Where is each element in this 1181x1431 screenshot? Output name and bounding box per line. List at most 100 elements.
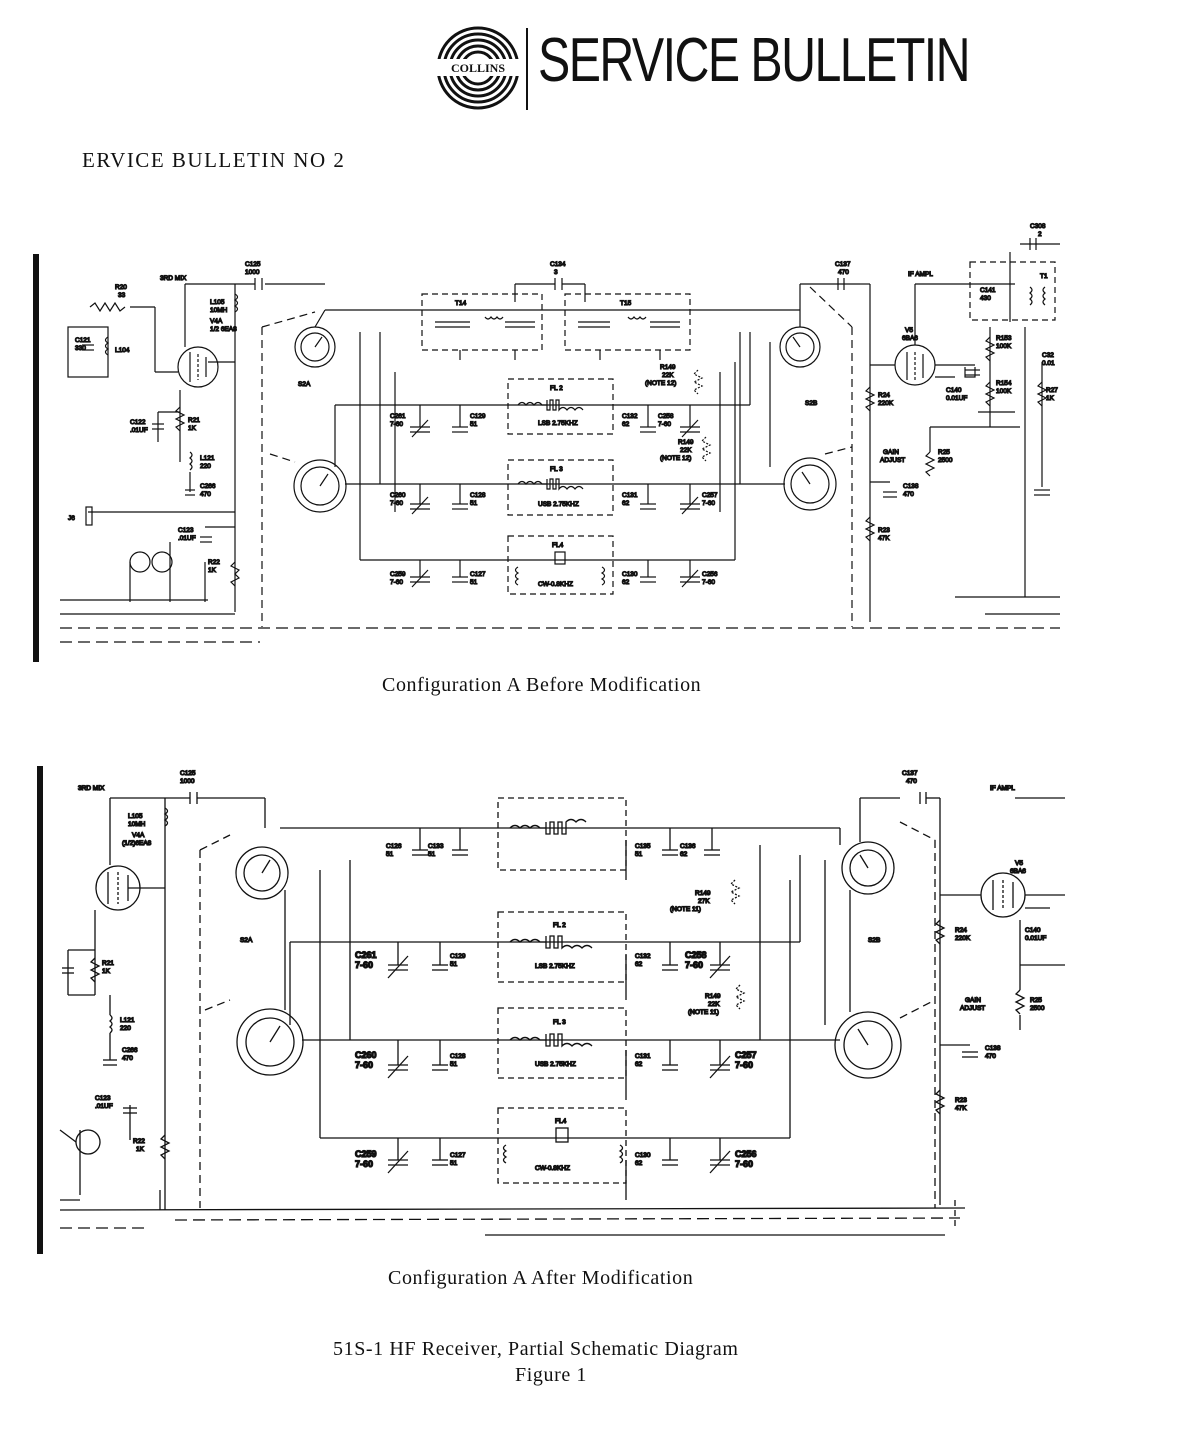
svg-text:R21: R21: [102, 960, 114, 967]
page-title: SERVICE BULLETIN: [538, 26, 971, 95]
svg-text:51: 51: [450, 961, 458, 968]
svg-text:100K: 100K: [996, 388, 1012, 395]
svg-text:470: 470: [985, 1053, 996, 1060]
svg-text:1000: 1000: [180, 778, 195, 785]
svg-text:R21: R21: [188, 417, 200, 424]
svg-text:51: 51: [428, 851, 436, 858]
svg-text:33: 33: [118, 292, 126, 299]
svg-text:FL4: FL4: [555, 1118, 567, 1125]
svg-text:GAIN: GAIN: [965, 997, 981, 1004]
header: COLLINS SERVICE BULLETIN: [436, 22, 1036, 112]
svg-text:S2A: S2A: [298, 381, 311, 388]
schematic-after: 3RD MIX C125 1000 L105 10MH V4A (1/2)6EA…: [30, 760, 1070, 1260]
svg-text:47K: 47K: [955, 1105, 967, 1112]
svg-text:R23: R23: [955, 1097, 967, 1104]
svg-text:C125: C125: [245, 261, 261, 268]
svg-text:62: 62: [622, 500, 630, 507]
switch-s2b-top: [841, 841, 895, 895]
svg-text:51: 51: [450, 1061, 458, 1068]
cap-row: [410, 405, 700, 588]
svg-text:7-60: 7-60: [702, 500, 715, 507]
svg-text:22K: 22K: [662, 372, 674, 379]
schematic-before: 3RD MIX C125 1000 R20 33 L105 10MH V4A 1…: [30, 222, 1070, 662]
svg-text:470: 470: [838, 269, 849, 276]
svg-text:C134: C134: [550, 261, 566, 268]
svg-text:100K: 100K: [996, 343, 1012, 350]
svg-text:L121: L121: [120, 1017, 135, 1024]
svg-text:51: 51: [386, 851, 394, 858]
tube-v4a: [177, 346, 219, 388]
svg-text:CW-0.8KHZ: CW-0.8KHZ: [535, 1165, 570, 1172]
svg-text:220: 220: [120, 1025, 131, 1032]
svg-text:51: 51: [450, 1160, 458, 1167]
svg-text:C131: C131: [622, 492, 638, 499]
svg-text:51: 51: [470, 421, 478, 428]
svg-text:FL 3: FL 3: [550, 466, 563, 473]
svg-text:3: 3: [554, 269, 558, 276]
svg-text:FL 2: FL 2: [553, 922, 566, 929]
svg-text:330: 330: [75, 345, 86, 352]
svg-text:R149: R149: [705, 993, 721, 1000]
svg-text:6BA6: 6BA6: [902, 335, 918, 342]
svg-text:L104: L104: [115, 347, 130, 354]
svg-text:R149: R149: [678, 439, 694, 446]
svg-text:LSB 2.75KHZ: LSB 2.75KHZ: [538, 420, 578, 427]
margin-bar: [33, 254, 39, 662]
svg-text:R24: R24: [878, 392, 890, 399]
svg-text:7-60: 7-60: [355, 1159, 373, 1169]
svg-text:C259: C259: [355, 1149, 377, 1159]
svg-text:T14: T14: [455, 300, 467, 307]
svg-text:R24: R24: [955, 927, 967, 934]
svg-text:1/2 6EA8: 1/2 6EA8: [210, 326, 237, 333]
svg-text:L105: L105: [210, 299, 225, 306]
svg-text:C258: C258: [658, 413, 674, 420]
svg-text:ADJUST: ADJUST: [960, 1005, 985, 1012]
caption-after: Configuration A After Modification: [388, 1267, 694, 1289]
svg-text:51: 51: [635, 851, 643, 858]
svg-text:27K: 27K: [698, 898, 710, 905]
figure-caption-line2: Figure 1: [515, 1364, 588, 1386]
svg-text:1K: 1K: [188, 425, 197, 432]
svg-text:1K: 1K: [1046, 395, 1055, 402]
svg-text:V4A: V4A: [132, 832, 145, 839]
svg-text:(NOTE 11): (NOTE 11): [688, 1009, 719, 1016]
svg-text:C128: C128: [470, 492, 486, 499]
svg-text:220K: 220K: [878, 400, 894, 407]
svg-text:L105: L105: [128, 813, 143, 820]
svg-text:C137: C137: [835, 261, 851, 268]
svg-text:R149: R149: [660, 364, 676, 371]
svg-text:2: 2: [1038, 231, 1042, 238]
svg-text:62: 62: [622, 579, 630, 586]
svg-text:C261: C261: [390, 413, 406, 420]
svg-text:10MH: 10MH: [210, 307, 228, 314]
svg-text:USB 2.75KHZ: USB 2.75KHZ: [535, 1061, 576, 1068]
svg-text:C132: C132: [635, 953, 651, 960]
logo-text: COLLINS: [451, 61, 505, 75]
switch-s2b-bottom: [783, 457, 837, 511]
svg-text:C123: C123: [178, 527, 194, 534]
svg-text:FL 2: FL 2: [550, 385, 563, 392]
svg-text:C260: C260: [390, 492, 406, 499]
svg-text:S2A: S2A: [240, 937, 253, 944]
svg-text:51: 51: [470, 500, 478, 507]
svg-text:R153: R153: [996, 335, 1012, 342]
svg-text:C127: C127: [470, 571, 486, 578]
svg-text:C126: C126: [386, 843, 402, 850]
svg-text:470: 470: [200, 491, 211, 498]
svg-text:47K: 47K: [878, 535, 890, 542]
svg-text:C258: C258: [685, 950, 707, 960]
svg-text:7-60: 7-60: [390, 500, 403, 507]
svg-text:R25: R25: [1030, 997, 1042, 1004]
svg-text:470: 470: [906, 778, 917, 785]
collins-logo: COLLINS: [436, 26, 520, 110]
bulletin-number: ERVICE BULLETIN NO 2: [82, 148, 346, 172]
svg-text:C257: C257: [735, 1050, 757, 1060]
svg-text:C129: C129: [470, 413, 486, 420]
svg-text:FL4: FL4: [552, 542, 564, 549]
svg-text:C138: C138: [985, 1045, 1001, 1052]
svg-text:0.01UF: 0.01UF: [1025, 935, 1046, 942]
svg-text:1000: 1000: [245, 269, 260, 276]
svg-text:C133: C133: [428, 843, 444, 850]
caption-before: Configuration A Before Modification: [382, 674, 702, 696]
switch-s2b-bottom: [834, 1011, 902, 1079]
